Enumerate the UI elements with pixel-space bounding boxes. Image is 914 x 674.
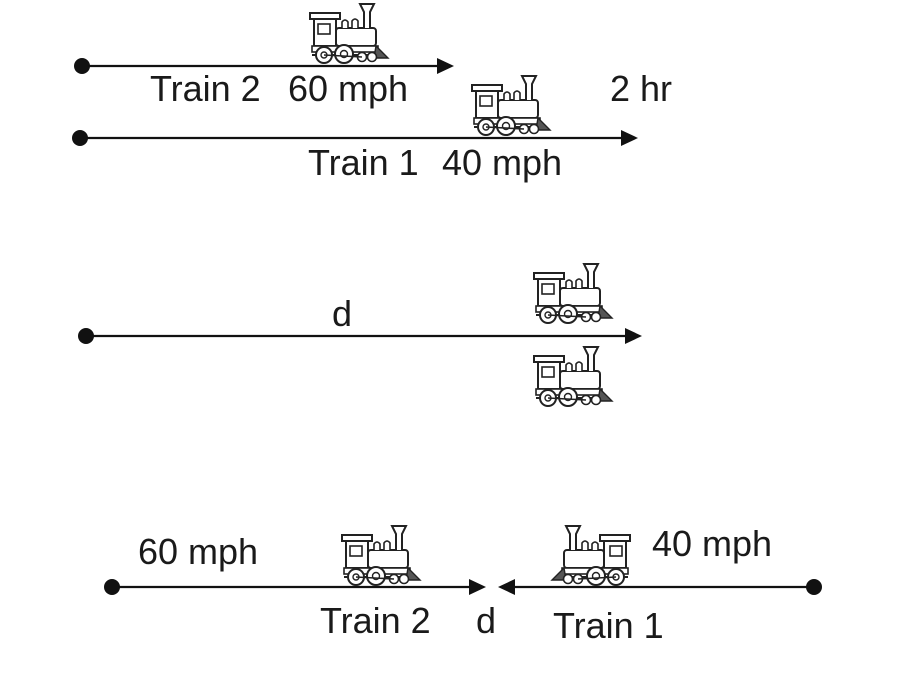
arrowhead — [621, 130, 638, 146]
panel-trains-after-2-hours: Train 2 60 mph 2 hr Train 1 40 mph — [72, 3, 672, 183]
arrowhead — [437, 58, 454, 74]
train1-label: Train 1 — [553, 605, 664, 646]
start-point-dot — [806, 579, 822, 595]
locomotive-icon — [471, 75, 551, 136]
arrowhead — [469, 579, 486, 595]
train1-speed-label: 40 mph — [652, 523, 772, 564]
arrowhead — [625, 328, 642, 344]
train1-label: Train 1 — [308, 142, 419, 183]
gap-distance-label: d — [476, 600, 496, 641]
locomotive-icon — [533, 346, 613, 407]
time-label: 2 hr — [610, 68, 672, 109]
start-point-dot — [74, 58, 90, 74]
panel-distance-d: d — [78, 263, 642, 407]
train2-speed-label: 60 mph — [288, 68, 408, 109]
locomotive-icon — [533, 263, 613, 324]
locomotive-icon — [551, 525, 631, 586]
start-point-dot — [72, 130, 88, 146]
distance-label: d — [332, 293, 352, 334]
start-point-dot — [104, 579, 120, 595]
train2-label: Train 2 — [320, 600, 431, 641]
arrowhead — [498, 579, 515, 595]
train2-speed-label: 60 mph — [138, 531, 258, 572]
train2-label: Train 2 — [150, 68, 261, 109]
train1-speed-label: 40 mph — [442, 142, 562, 183]
locomotive-icon — [341, 525, 421, 586]
locomotive-icon — [309, 3, 389, 64]
start-point-dot — [78, 328, 94, 344]
panel-trains-approaching: 60 mph Train 2 d 40 mph Train 1 — [104, 523, 822, 646]
